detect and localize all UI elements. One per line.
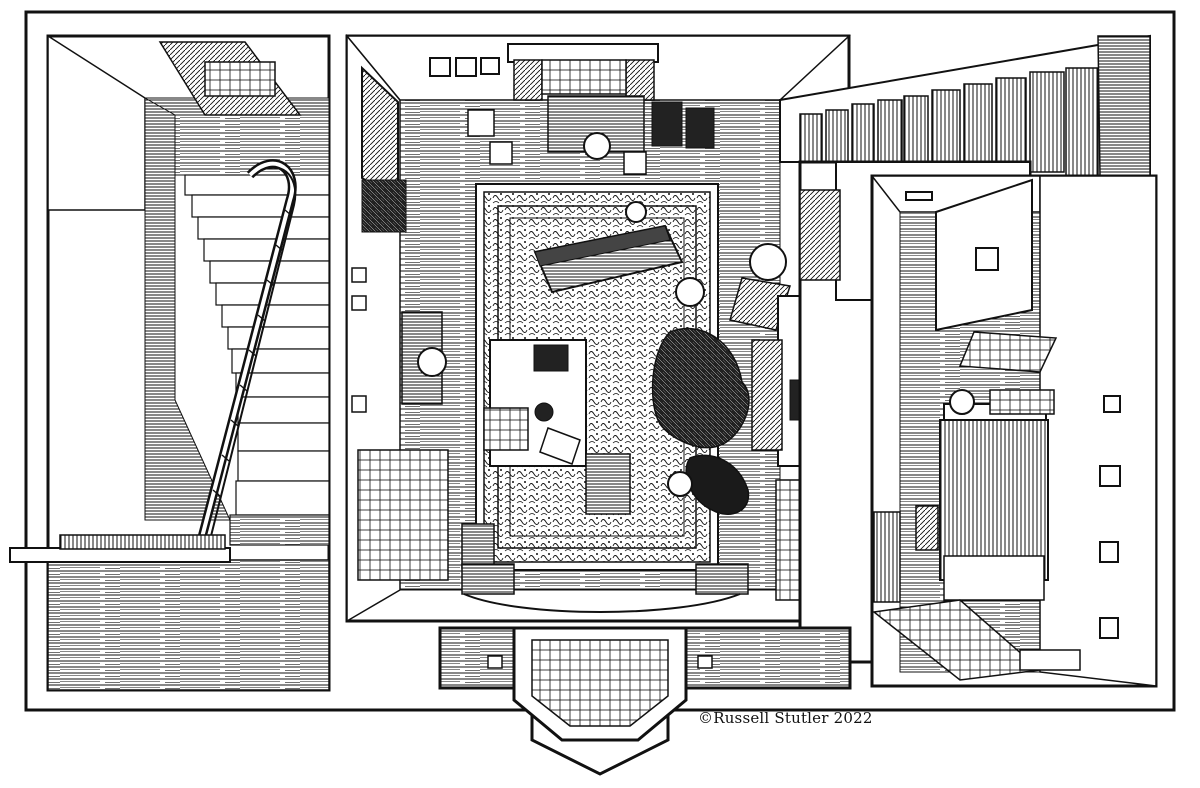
bedroom (870, 174, 1158, 688)
bear-skin-rug (651, 327, 750, 449)
sofa (533, 201, 684, 294)
bay-window-vestibule (438, 626, 852, 742)
standing-figure (667, 454, 750, 515)
copyright-credit: ©Russell Stutler 2022 (698, 709, 873, 727)
sitting-room (345, 33, 851, 623)
table-with-papers (483, 339, 587, 467)
stairwell-room (9, 34, 331, 692)
bed (939, 403, 1049, 601)
seated-figure (675, 243, 791, 331)
